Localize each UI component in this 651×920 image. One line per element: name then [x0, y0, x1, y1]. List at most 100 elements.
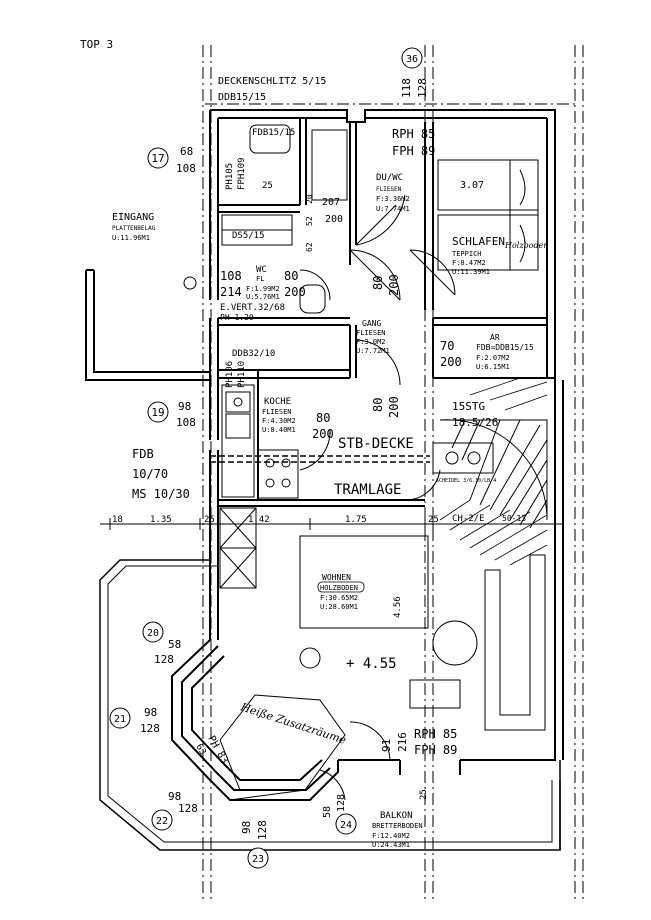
ar-name: AR [490, 333, 500, 342]
dim-25c: 25 [419, 789, 429, 800]
schlafen-finish: TEPPICH [452, 250, 482, 258]
gang-perimeter: U:7.72M1 [356, 347, 390, 355]
door-swings [299, 194, 456, 801]
balk-91: 91 [380, 739, 393, 752]
d24-58: 58 [322, 806, 333, 818]
ddb-label: DDB15/15 [218, 92, 266, 103]
d24-128: 128 [336, 794, 347, 812]
d23-98: 98 [240, 821, 253, 834]
dim-top-118: 118 [400, 78, 413, 98]
du-207: 207 [322, 197, 340, 208]
balk-216: 216 [396, 732, 409, 752]
gang-finish: FLIESEN [356, 329, 386, 337]
balkon-perimeter: U:24.43M1 [372, 841, 410, 849]
axis-21: 21 [114, 714, 126, 725]
bed [437, 159, 539, 271]
gang-name: GANG [362, 319, 381, 328]
koche-ph1: PH106 [225, 361, 235, 388]
koche-ph2: PH110 [237, 361, 247, 388]
wc-108: 108 [220, 269, 242, 283]
dim-top-128: 128 [416, 78, 429, 98]
cabinet [219, 507, 257, 589]
wohnen-456: 4.56 [393, 596, 403, 618]
wc-80: 80 [284, 269, 298, 283]
bad-fph: FPH109 [237, 157, 247, 190]
dim-108b: 108 [176, 416, 196, 429]
duwc-finish: FLIESEN [376, 186, 402, 193]
wohnen-name: WOHNEN [322, 573, 351, 582]
dim-68: 68 [180, 145, 193, 158]
eingang-name: EINGANG [112, 212, 154, 223]
wc-ph: PH 1.20 [220, 313, 254, 322]
dim-175: 1.75 [345, 515, 367, 525]
wc-214: 214 [220, 285, 242, 299]
heater [432, 442, 494, 474]
fph-bot: FPH 89 [414, 743, 457, 757]
d20-58: 58 [168, 638, 181, 651]
bath-fixtures [221, 124, 348, 314]
schlafen-307: 3.07 [460, 180, 484, 191]
axis-23: 23 [252, 854, 264, 865]
rph-bot: RPH 85 [414, 727, 457, 741]
dimension-line [100, 518, 563, 530]
dim-108a: 108 [176, 162, 196, 175]
d22-128: 128 [178, 802, 198, 815]
gang-area: F:3.0M2 [356, 338, 386, 346]
balkon-name: BALKON [380, 811, 413, 821]
ar-finish: FDB=DDB15/15 [476, 343, 534, 352]
wohnen-label-box [317, 581, 365, 593]
koche-area: F:4.30M2 [262, 417, 296, 425]
rph-top: RPH 85 [392, 127, 435, 141]
d20-128: 128 [154, 653, 174, 666]
wc-area: F:1.99M2 [246, 285, 280, 293]
k-80: 80 [316, 411, 330, 425]
axis-17: 17 [151, 152, 164, 165]
dim-62: 62 [305, 242, 314, 252]
koche-finish: FLIESEN [262, 408, 292, 416]
wc-name: WC [256, 265, 267, 275]
ko-80: 80 [371, 398, 385, 412]
duwc-perimeter: U:7.74M1 [376, 205, 410, 213]
tramlage: TRAMLAGE [334, 482, 401, 498]
dim-142: 1.42 [248, 515, 270, 525]
gang-200: 200 [387, 274, 401, 296]
d21-128: 128 [140, 722, 160, 735]
wohnen-perimeter: U:28.60M1 [320, 603, 358, 611]
heating-label: SCHEIDEL 3/6.10/LB/4 [436, 478, 496, 484]
eingang-finish: PLATTENBELAG [112, 225, 156, 232]
axis-22: 22 [156, 816, 168, 827]
dim-20: 20 [305, 194, 314, 204]
dim-25b: 25 [428, 515, 439, 525]
fph-top: FPH 89 [392, 144, 435, 158]
schlafen-note: Holzboden [504, 241, 549, 250]
chase-label: CH-2/E [452, 514, 485, 524]
dim-52: 52 [305, 216, 314, 226]
erker-ph: PH 83 [205, 734, 230, 766]
schlafen-name: SCHLAFEN [452, 235, 505, 248]
living-furniture [219, 535, 546, 801]
ar-area: F:2.07M2 [476, 354, 510, 362]
wc-finish: FL [256, 275, 264, 283]
dim-18: 18 [112, 515, 123, 525]
d21-98: 98 [144, 706, 157, 719]
duwc-area: F:3.36M2 [376, 195, 410, 203]
d23-128: 128 [256, 820, 269, 840]
ar-200: 200 [440, 355, 462, 369]
handwritten-note: Heiße Zusatzräume [238, 700, 348, 747]
stb-decke: STB-DECKE [338, 436, 414, 452]
bad-name: FDB15/15 [252, 128, 295, 138]
wc-perimeter: U:5.76M1 [246, 293, 280, 301]
dim-25a: 25 [204, 515, 215, 525]
bad-ph: PH105 [225, 163, 235, 190]
ds-name: DS5/15 [232, 231, 265, 241]
kitchen-counter [221, 384, 299, 499]
sheet-title: TOP 3 [80, 38, 113, 51]
fdb-2: 10/70 [132, 467, 168, 481]
bad-25: 25 [262, 181, 273, 191]
du-200: 200 [325, 214, 343, 225]
koche-name: KOCHE [264, 397, 291, 407]
k-200: 200 [312, 427, 334, 441]
balkon-finish: BRETTERBODEN [372, 822, 423, 830]
staircase [439, 419, 548, 529]
